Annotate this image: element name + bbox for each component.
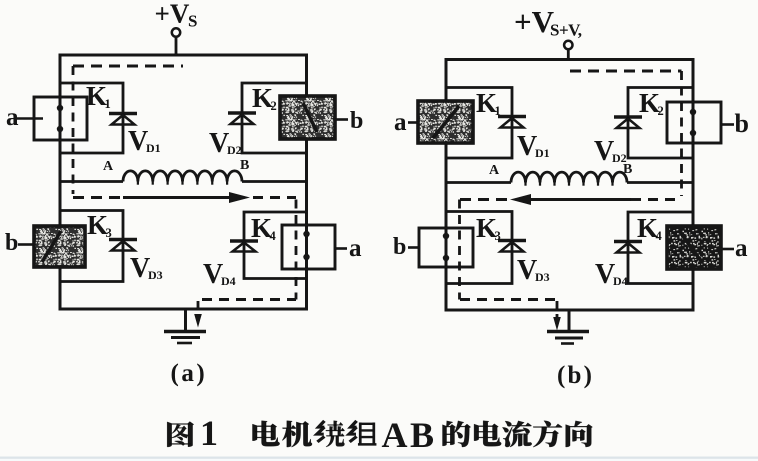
svg-text:(b): (b)	[557, 362, 594, 389]
svg-text:a: a	[394, 109, 407, 136]
svg-text:3: 3	[495, 229, 501, 243]
svg-text:a: a	[6, 104, 19, 131]
svg-text:S+V,: S+V,	[550, 21, 582, 40]
svg-text:D2: D2	[227, 143, 242, 157]
svg-text:K: K	[86, 81, 107, 111]
svg-text:4: 4	[656, 229, 663, 243]
svg-text:AB: AB	[382, 415, 437, 455]
svg-text:+V: +V	[514, 4, 555, 39]
svg-text:V: V	[517, 255, 537, 286]
svg-text:2: 2	[271, 99, 277, 113]
svg-text:a: a	[735, 235, 748, 262]
svg-text:A: A	[103, 159, 114, 174]
svg-text:1: 1	[495, 104, 501, 118]
svg-text:1: 1	[105, 97, 111, 111]
svg-text:V: V	[203, 259, 223, 290]
svg-text:V: V	[128, 126, 148, 157]
svg-text:2: 2	[658, 104, 664, 118]
svg-text:1: 1	[200, 413, 218, 453]
svg-text:K: K	[87, 210, 108, 240]
svg-text:D3: D3	[535, 270, 550, 284]
svg-text:K: K	[251, 213, 272, 243]
svg-text:b: b	[5, 230, 18, 256]
svg-text:3: 3	[106, 226, 112, 240]
svg-text:V: V	[595, 259, 615, 290]
svg-text:D3: D3	[148, 268, 163, 282]
svg-text:V: V	[594, 136, 614, 167]
svg-text:+V: +V	[155, 0, 190, 29]
svg-text:K: K	[252, 83, 273, 113]
svg-text:K: K	[476, 88, 497, 118]
svg-text:(a): (a)	[171, 360, 208, 387]
svg-text:b: b	[393, 234, 406, 260]
svg-text:S: S	[188, 12, 197, 31]
svg-text:K: K	[476, 213, 497, 243]
svg-text:K: K	[639, 88, 660, 118]
svg-text:D1: D1	[535, 146, 550, 160]
svg-text:D4: D4	[221, 274, 236, 288]
svg-text:B: B	[240, 158, 249, 173]
svg-text:D4: D4	[613, 274, 628, 288]
svg-text:B: B	[623, 162, 632, 177]
svg-text:V: V	[209, 128, 229, 159]
svg-text:K: K	[637, 213, 658, 243]
svg-text:D2: D2	[612, 151, 627, 165]
svg-text:4: 4	[270, 229, 277, 243]
svg-text:V: V	[130, 253, 150, 284]
svg-text:a: a	[349, 235, 362, 262]
svg-text:b: b	[735, 109, 749, 138]
svg-text:D1: D1	[146, 141, 161, 155]
svg-text:b: b	[350, 108, 363, 134]
svg-text:V: V	[517, 131, 537, 162]
svg-text:A: A	[489, 163, 500, 178]
